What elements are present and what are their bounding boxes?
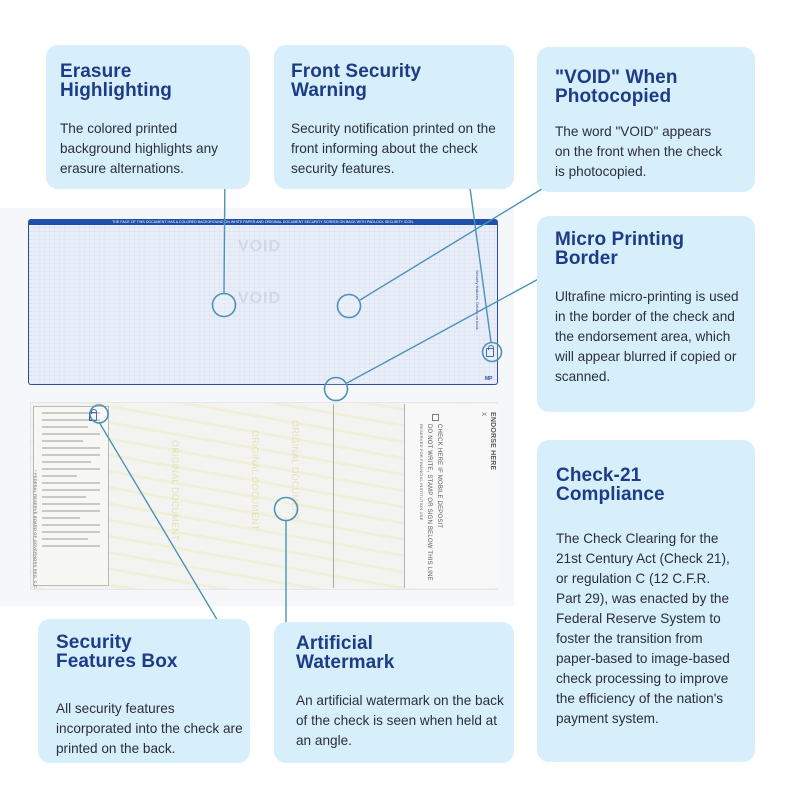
mobile-deposit-checkbox[interactable] [432,414,439,421]
panel-micro-printing-border: Micro Printing Border Ultrafine micro-pr… [537,216,755,412]
panel-check21-compliance: Check-21 Compliance The Check Clearing f… [537,440,755,762]
panel-body: Ultrafine micro-printing is used in the … [555,289,739,384]
security-features-text-lines [42,412,100,580]
artificial-watermark-text: ORIGINAL DOCUMENT [170,440,180,541]
artificial-watermark-text: ORIGINAL DOCUMENT [250,430,260,531]
panel-front-security-warning: Front Security Warning Security notifica… [274,45,514,189]
panel-body: Security notification printed on the fro… [291,121,496,176]
padlock-icon [89,409,97,421]
front-security-warning-strip: THE FACE OF THIS DOCUMENT HAS A COLORED … [112,220,414,224]
panel-body: The colored printed background highlight… [60,121,218,176]
void-pantograph: VOID [238,238,282,255]
federal-reserve-text: * FEDERAL RESERVE BOARD OF GOVERNORS REG… [33,470,38,590]
padlock-icon [486,345,494,357]
endorse-x: X [480,412,486,417]
panel-title: Micro Printing Border [555,229,685,269]
panel-void-photocopied: "VOID" When Photocopied The word "VOID" … [537,47,755,192]
panel-body: An artificial watermark on the back of t… [296,693,504,748]
panel-title: Front Security Warning [291,61,422,101]
endorse-here-label: ENDORSE HERE [489,412,496,471]
void-pantograph: VOID [238,290,282,307]
no-write-text: DO NOT WRITE, STAMP OR SIGN BELOW THIS L… [426,424,432,581]
panel-body: The word "VOID" appears on the front whe… [555,124,723,179]
panel-body: The Check Clearing for the 21st Century … [556,531,730,726]
panel-security-features-box: Security Features Box All security featu… [38,619,250,763]
mp-mark: MP [485,376,493,382]
panel-body: All security features incorporated into … [56,701,243,756]
panel-title: Erasure Highlighting [60,61,172,101]
artificial-watermark-text: ORIGINAL DOCUMENT [290,420,300,521]
panel-artificial-watermark: Artificial Watermark An artificial water… [274,622,514,763]
back-divider-line [333,404,334,588]
reserved-use-text: RESERVED FOR FINANCIAL INSTITUTION USE [419,424,424,521]
micro-printing-side-text: Security features. Details on back. [475,270,480,331]
panel-title: Check-21 Compliance [556,465,665,505]
panel-erasure-highlighting: Erasure Highlighting The colored printed… [46,45,250,189]
panel-title: "VOID" When Photocopied [555,67,678,107]
mobile-deposit-text: CHECK HERE IF MOBILE DEPOSIT [436,424,442,529]
panel-title: Security Features Box [56,632,178,672]
endorsement-area [404,404,498,588]
panel-title: Artificial Watermark [296,633,395,673]
